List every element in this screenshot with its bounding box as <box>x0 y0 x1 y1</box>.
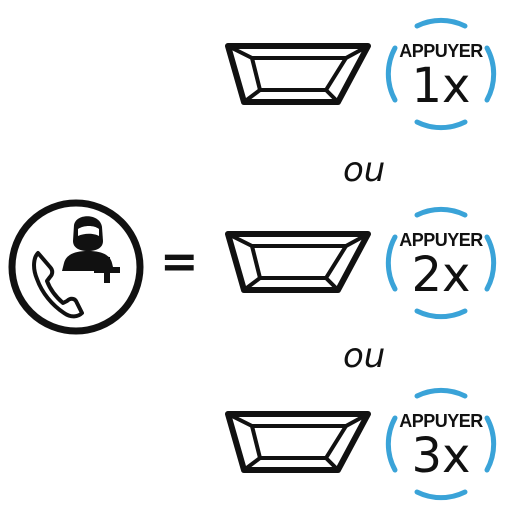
press-count: 1x <box>411 58 471 114</box>
press-badge-3: APPUYER 3x <box>379 382 503 506</box>
device-button-icon <box>222 40 372 110</box>
device-button-icon <box>222 408 372 478</box>
press-badge-2: APPUYER 2x <box>379 201 503 325</box>
connector-text: ou <box>343 336 386 376</box>
press-badge-1: APPUYER 1x <box>379 12 503 136</box>
connector-text: ou <box>343 150 386 190</box>
press-count: 3x <box>411 428 471 484</box>
phone-add-contact-icon <box>4 195 148 339</box>
equals-sign: = <box>160 234 199 288</box>
press-count: 2x <box>411 247 471 303</box>
press-label: APPUYER <box>399 230 483 250</box>
device-button-icon <box>222 228 372 298</box>
press-label: APPUYER <box>399 411 483 431</box>
press-label: APPUYER <box>399 41 483 61</box>
